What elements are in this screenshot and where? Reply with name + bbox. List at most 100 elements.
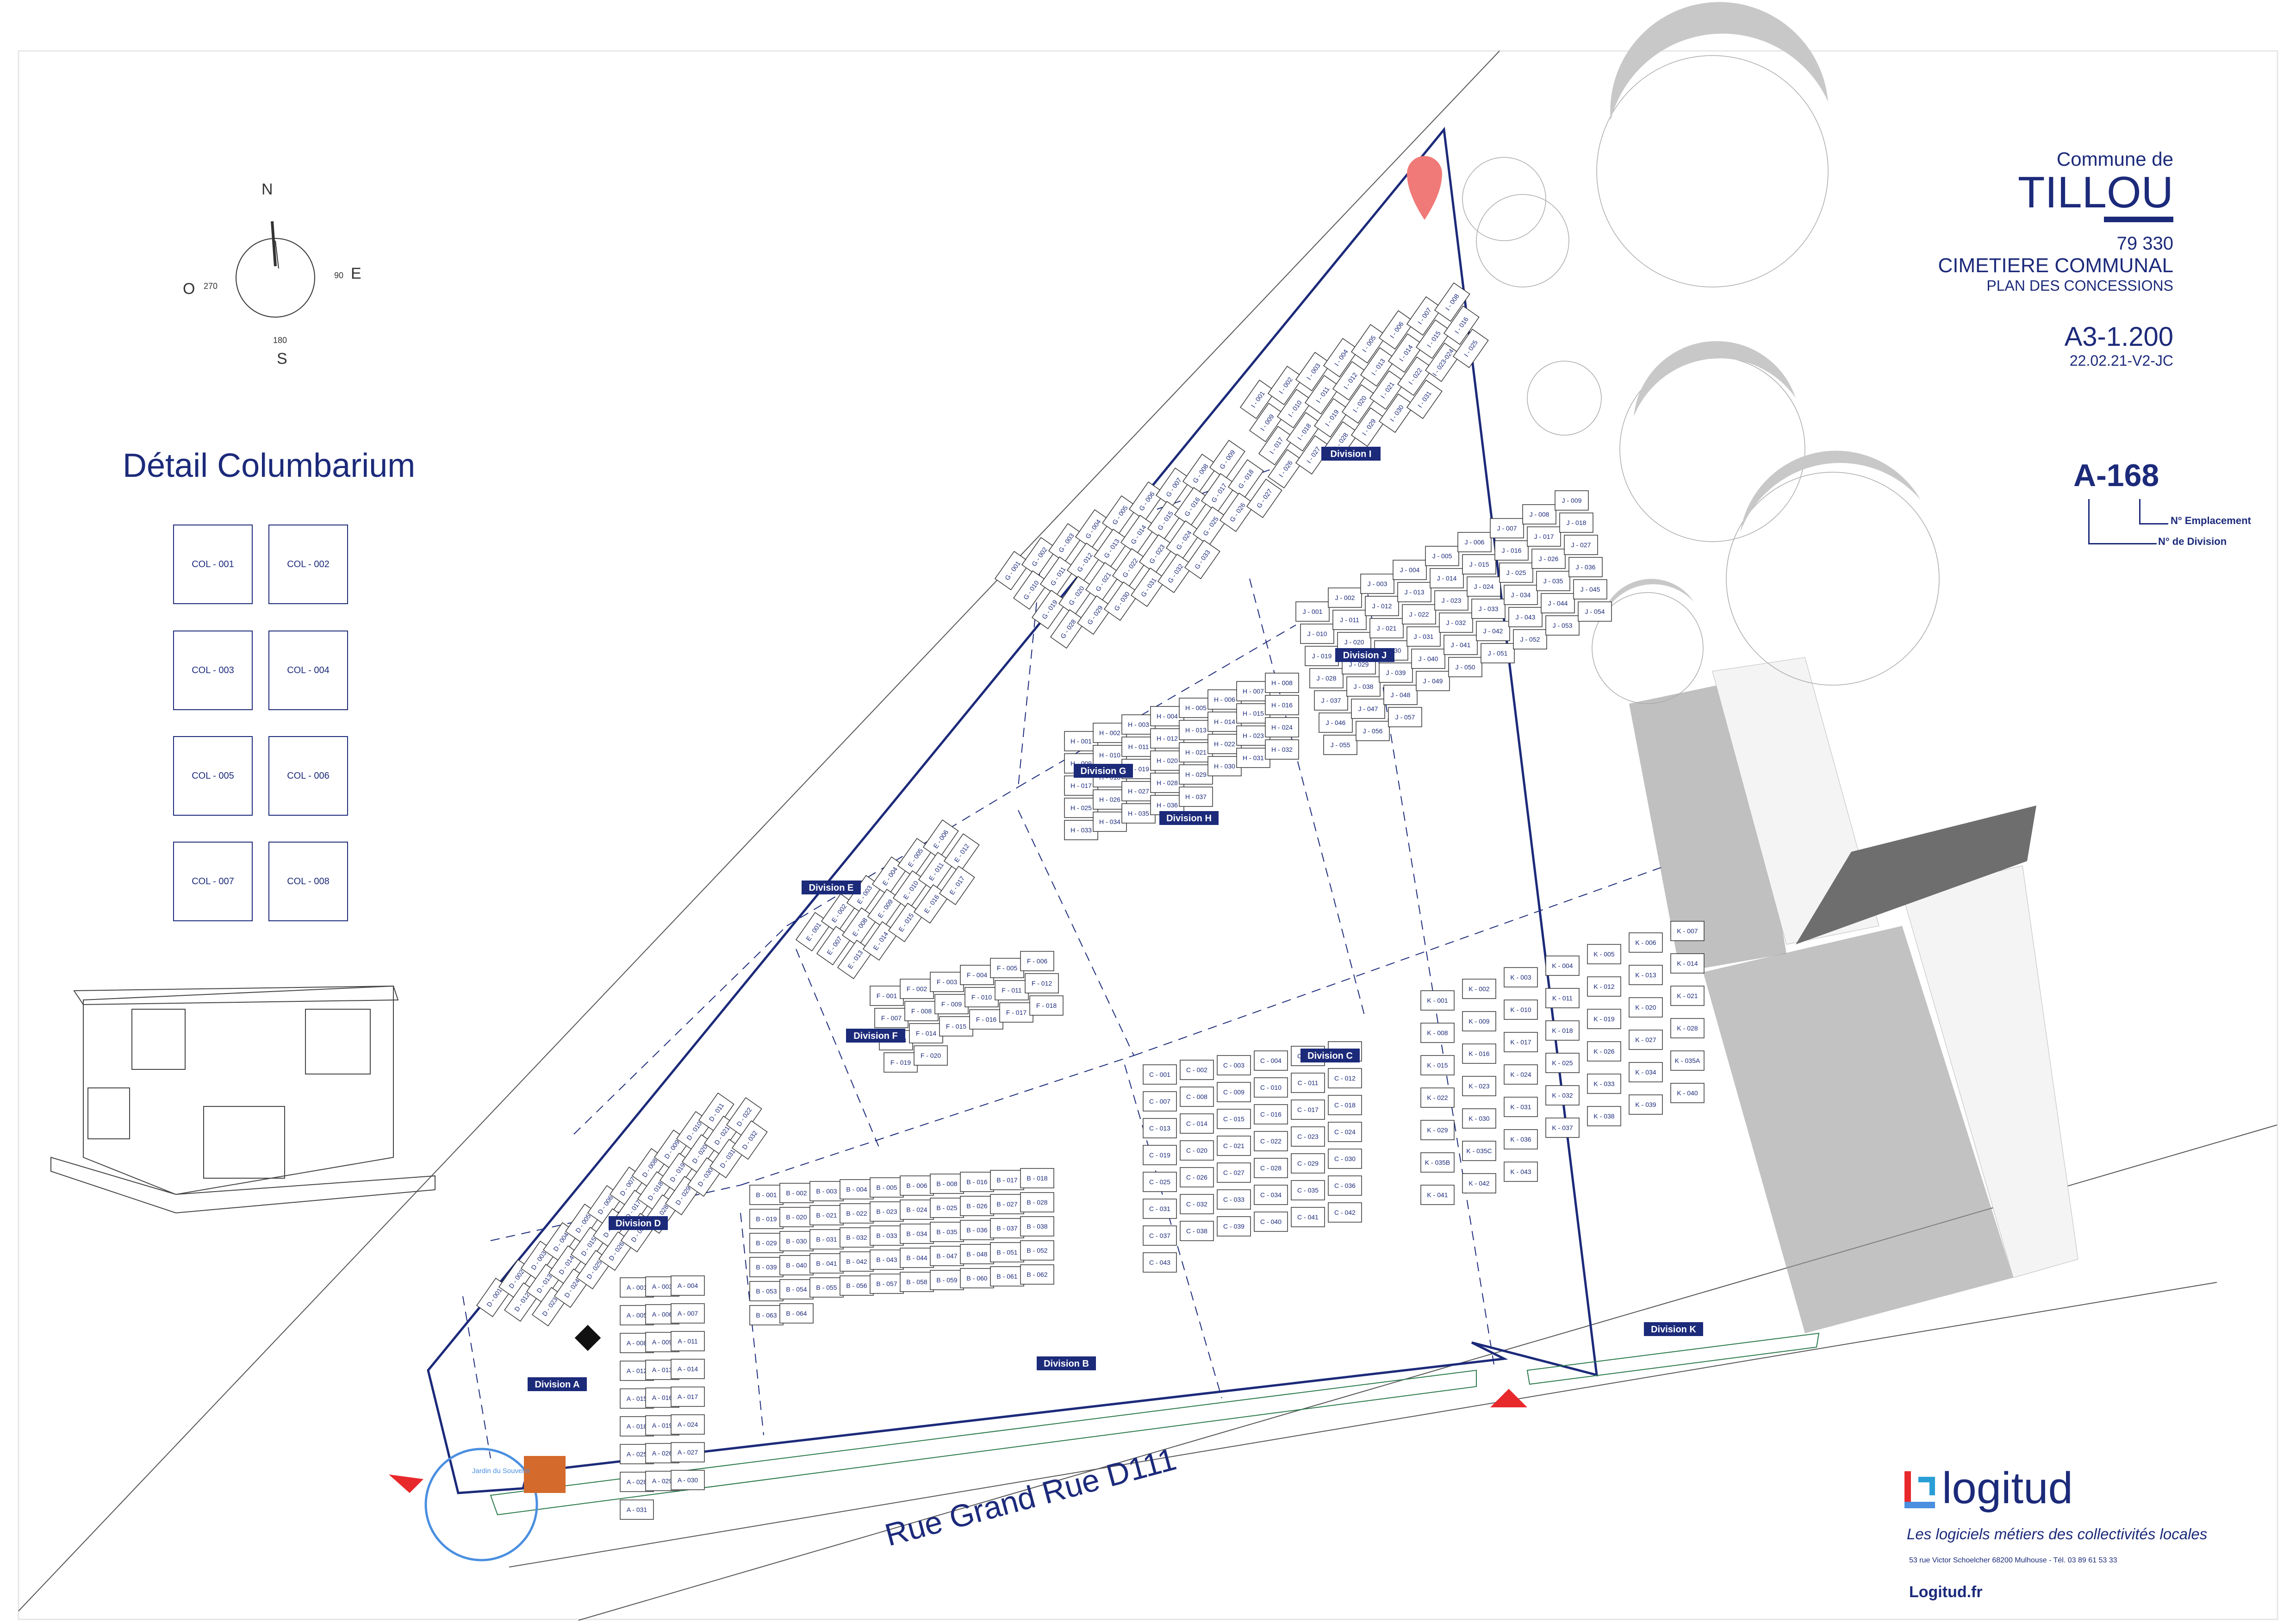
plot[interactable]: K - 027: [1629, 1030, 1663, 1050]
plot[interactable]: B - 041: [809, 1253, 844, 1274]
plot[interactable]: J - 008: [1522, 504, 1556, 525]
plot[interactable]: F - 003: [930, 972, 964, 992]
plot[interactable]: G - 032: [1157, 553, 1194, 593]
plot[interactable]: B - 027: [990, 1194, 1024, 1214]
plot[interactable]: K - 021: [1670, 986, 1705, 1006]
plot[interactable]: G - 016: [1174, 487, 1210, 527]
plot[interactable]: I - 029: [1350, 407, 1387, 447]
plot[interactable]: H - 033: [1064, 820, 1098, 840]
plot[interactable]: K - 020: [1629, 997, 1663, 1018]
plot[interactable]: B - 064: [779, 1303, 814, 1324]
plot[interactable]: C - 039: [1217, 1216, 1251, 1237]
plot[interactable]: B - 048: [960, 1244, 994, 1264]
division-label[interactable]: Division G: [1074, 764, 1133, 778]
plot[interactable]: G - 006: [1128, 481, 1165, 521]
plot[interactable]: H - 037: [1179, 787, 1213, 807]
plot[interactable]: C - 019: [1143, 1145, 1177, 1165]
plot[interactable]: K - 010: [1504, 999, 1538, 1020]
plot[interactable]: J - 013: [1397, 582, 1431, 602]
plot[interactable]: F - 010: [964, 987, 999, 1007]
plot[interactable]: J - 019: [1305, 646, 1339, 666]
plot[interactable]: F - 014: [909, 1023, 943, 1043]
columbarium-cell[interactable]: COL - 008: [268, 842, 348, 921]
plot[interactable]: G - 003: [1048, 523, 1084, 563]
plot[interactable]: J - 035: [1536, 571, 1570, 591]
plot[interactable]: K - 038: [1587, 1106, 1621, 1126]
plot[interactable]: G - 024: [1165, 520, 1202, 560]
plot[interactable]: J - 045: [1573, 579, 1607, 600]
plot[interactable]: C - 033: [1217, 1189, 1251, 1210]
plot[interactable]: C - 008: [1180, 1087, 1214, 1107]
plot[interactable]: H - 031: [1236, 748, 1270, 768]
plot[interactable]: B - 042: [840, 1251, 874, 1272]
plot[interactable]: I - 005: [1350, 324, 1387, 364]
plot[interactable]: J - 007: [1490, 518, 1524, 538]
plot[interactable]: J - 024: [1467, 576, 1501, 597]
plot[interactable]: H - 025: [1064, 798, 1098, 818]
plot[interactable]: J - 027: [1564, 535, 1598, 555]
plot[interactable]: K - 018: [1545, 1020, 1580, 1041]
plot[interactable]: K - 014: [1670, 953, 1705, 974]
plot[interactable]: B - 026: [960, 1196, 994, 1216]
plot[interactable]: K - 015: [1420, 1055, 1455, 1075]
plot[interactable]: G - 014: [1120, 514, 1157, 555]
columbarium-cell[interactable]: COL - 007: [173, 842, 253, 921]
plot[interactable]: B - 039: [749, 1257, 784, 1277]
plot[interactable]: K - 003: [1504, 967, 1538, 987]
plot[interactable]: I - 027: [1295, 435, 1332, 475]
plot[interactable]: B - 016: [960, 1172, 994, 1192]
plot[interactable]: H - 002: [1093, 723, 1127, 743]
plot[interactable]: J - 056: [1356, 721, 1390, 741]
plot[interactable]: B - 061: [990, 1266, 1024, 1287]
plot[interactable]: H - 017: [1064, 775, 1098, 796]
plot[interactable]: B - 031: [809, 1229, 844, 1249]
plot[interactable]: B - 056: [840, 1275, 874, 1296]
plot[interactable]: D - 032: [731, 1120, 768, 1160]
plot[interactable]: J - 034: [1504, 585, 1538, 605]
plot[interactable]: H - 034: [1093, 812, 1127, 832]
plot[interactable]: H - 029: [1179, 764, 1213, 785]
plot[interactable]: A - 030: [671, 1470, 705, 1490]
plot[interactable]: G - 005: [1101, 495, 1138, 535]
plot[interactable]: I - 022: [1397, 356, 1433, 396]
plot[interactable]: F - 012: [1025, 973, 1059, 993]
plot[interactable]: J - 042: [1476, 621, 1510, 641]
plot[interactable]: C - 022: [1254, 1131, 1288, 1151]
plot[interactable]: B - 021: [809, 1205, 844, 1225]
plot[interactable]: E - 012: [943, 833, 980, 873]
plot[interactable]: J - 021: [1369, 618, 1404, 638]
plot[interactable]: I - 020: [1341, 384, 1378, 424]
plot[interactable]: C - 031: [1143, 1199, 1177, 1219]
plot[interactable]: I - 011: [1304, 375, 1341, 415]
plot[interactable]: B - 004: [840, 1179, 874, 1199]
plot[interactable]: C - 024: [1328, 1122, 1362, 1142]
plot[interactable]: K - 035A: [1670, 1050, 1705, 1071]
plot[interactable]: B - 051: [990, 1242, 1024, 1262]
plot[interactable]: J - 041: [1444, 635, 1478, 655]
plot[interactable]: C - 026: [1180, 1167, 1214, 1187]
plot[interactable]: H - 006: [1207, 689, 1242, 710]
plot[interactable]: K - 036: [1504, 1129, 1538, 1149]
division-label[interactable]: Division I: [1321, 447, 1381, 461]
plot[interactable]: K - 025: [1545, 1053, 1580, 1073]
plot[interactable]: B - 025: [930, 1198, 964, 1218]
plot[interactable]: B - 047: [930, 1246, 964, 1266]
plot[interactable]: B - 037: [990, 1218, 1024, 1238]
plot[interactable]: B - 044: [900, 1248, 934, 1268]
plot[interactable]: B - 029: [749, 1233, 784, 1253]
plot[interactable]: K - 040: [1670, 1083, 1705, 1103]
plot[interactable]: J - 046: [1319, 712, 1353, 733]
brand-website[interactable]: Logitud.fr: [1909, 1583, 1983, 1601]
plot[interactable]: I - 013: [1360, 347, 1396, 387]
plot[interactable]: G - 011: [1039, 556, 1076, 596]
plot[interactable]: C - 043: [1143, 1252, 1177, 1273]
plot[interactable]: K - 012: [1587, 976, 1621, 997]
plot[interactable]: J - 028: [1309, 668, 1344, 688]
plot[interactable]: B - 060: [960, 1268, 994, 1288]
plot[interactable]: I - 016: [1443, 305, 1480, 345]
columbarium-cell[interactable]: COL - 003: [173, 631, 253, 710]
plot[interactable]: J - 006: [1457, 532, 1492, 552]
plot[interactable]: K - 002: [1462, 979, 1496, 999]
plot[interactable]: I - 026: [1267, 449, 1304, 489]
plot[interactable]: B - 003: [809, 1181, 844, 1201]
